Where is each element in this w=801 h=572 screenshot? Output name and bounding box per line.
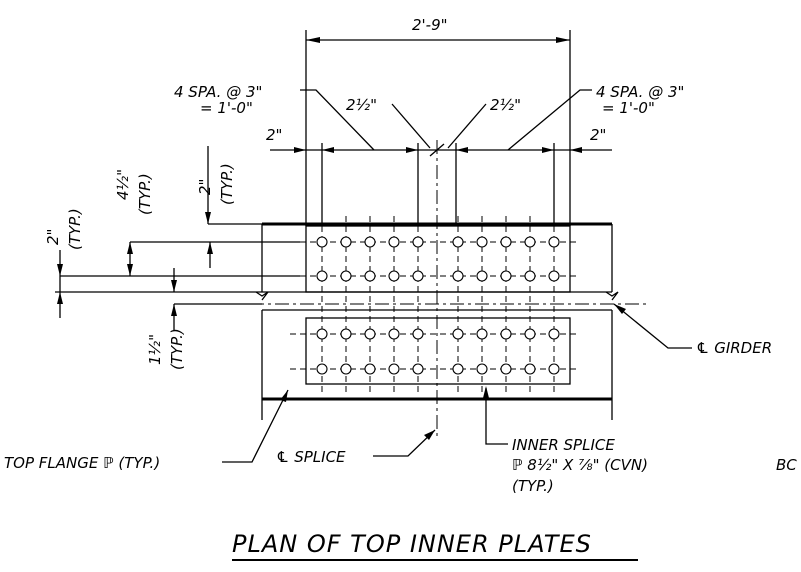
top-flange-callout: TOP FLANGE ℙ (TYP.): [4, 389, 289, 472]
bolt-hole: [388, 270, 400, 282]
splice-callout: ℄ SPLICE: [276, 429, 436, 466]
bolt-hole: [316, 236, 328, 248]
bolt-hole: [476, 236, 488, 248]
top-flange-label: TOP FLANGE ℙ (TYP.): [4, 454, 160, 472]
dim-overall: 2'-9": [305, 16, 571, 226]
girder-label: ℄ GIRDER: [696, 339, 772, 357]
bolt-hole: [412, 328, 424, 340]
inner-splice-line1: INNER SPLICE: [512, 436, 615, 454]
bolt-hole: [364, 236, 376, 248]
gage-typ-text: 4½": [114, 169, 132, 200]
spa-left-line1: 4 SPA. @ 3": [174, 83, 262, 101]
bolt-hole: [316, 270, 328, 282]
left-dims: [55, 146, 300, 330]
drawing-title: PLAN OF TOP INNER PLATES: [232, 530, 638, 561]
bolt-hole: [500, 363, 512, 375]
bolt-hole: [388, 363, 400, 375]
bolt-hole: [364, 270, 376, 282]
bolt-hole: [412, 270, 424, 282]
edge-typ-text: 2": [44, 229, 62, 245]
dim-overall-text: 2'-9": [412, 16, 448, 34]
spacing-leaders: 4 SPA. @ 3" = 1'-0" 4 SPA. @ 3" = 1'-0" …: [174, 83, 684, 151]
dim-bolt-spacing: 2" 2": [266, 126, 612, 226]
bolt-holes: [316, 236, 560, 375]
bolt-hole: [388, 328, 400, 340]
spa-right-line2: = 1'-0": [602, 99, 655, 117]
vertical-dim-texts: 2" (TYP.) 4½" (TYP.) 2" (TYP.) 1½" (TYP.…: [44, 163, 236, 370]
bolt-hole: [524, 270, 536, 282]
bolt-hole: [476, 270, 488, 282]
bolt-hole: [524, 363, 536, 375]
flange-typ-sub: (TYP.): [218, 163, 236, 205]
spa-right-line1: 4 SPA. @ 3": [596, 83, 684, 101]
inner-splice-line2: ℙ 8½" X ⅞" (CVN): [512, 456, 648, 474]
edge-typ-sub: (TYP.): [66, 208, 84, 250]
bolt-hole: [548, 236, 560, 248]
bolt-hole: [524, 236, 536, 248]
bolt-hole: [452, 328, 464, 340]
bolt-hole: [548, 363, 560, 375]
bolt-hole: [500, 328, 512, 340]
bolt-hole: [340, 328, 352, 340]
bolt-hole: [340, 236, 352, 248]
bolt-hole: [476, 363, 488, 375]
bolt-hole: [388, 236, 400, 248]
bolt-hole: [500, 236, 512, 248]
bolt-hole: [452, 363, 464, 375]
gage-typ-sub: (TYP.): [136, 173, 154, 215]
bolt-hole: [364, 363, 376, 375]
bolt-hole: [500, 270, 512, 282]
inner-splice-callout: INNER SPLICE ℙ 8½" X ⅞" (CVN) (TYP.): [483, 386, 648, 495]
bolt-gage-lines: [290, 241, 580, 370]
dim-edge-left: 2": [266, 126, 282, 144]
splice-label: ℄ SPLICE: [276, 448, 346, 466]
bolt-hole: [316, 363, 328, 375]
bolt-hole: [452, 270, 464, 282]
splice-plate-bottom: [305, 317, 571, 385]
bolt-hole: [340, 270, 352, 282]
bolt-hole: [476, 328, 488, 340]
half-right-text: 2½": [490, 96, 521, 114]
bolt-hole: [452, 236, 464, 248]
inner-splice-line3: (TYP.): [512, 477, 554, 495]
title-text: PLAN OF TOP INNER PLATES: [232, 530, 592, 558]
bolt-hole: [364, 328, 376, 340]
bolt-hole: [548, 328, 560, 340]
bolt-hole: [548, 270, 560, 282]
dim-edge-right: 2": [590, 126, 606, 144]
bolt-hole: [412, 236, 424, 248]
gap-typ-sub: (TYP.): [168, 328, 186, 370]
bolt-hole: [412, 363, 424, 375]
half-left-text: 2½": [346, 96, 377, 114]
bolt-hole: [316, 328, 328, 340]
bolt-hole: [524, 328, 536, 340]
bolt-hole: [340, 363, 352, 375]
sheet-mark: BC: [776, 456, 797, 474]
gap-typ-text: 1½": [146, 334, 164, 365]
girder-callout: ℄ GIRDER: [613, 303, 772, 357]
flange-typ-text: 2": [196, 179, 214, 195]
splice-plate-top: [305, 225, 571, 293]
spa-left-line2: = 1'-0": [200, 99, 253, 117]
